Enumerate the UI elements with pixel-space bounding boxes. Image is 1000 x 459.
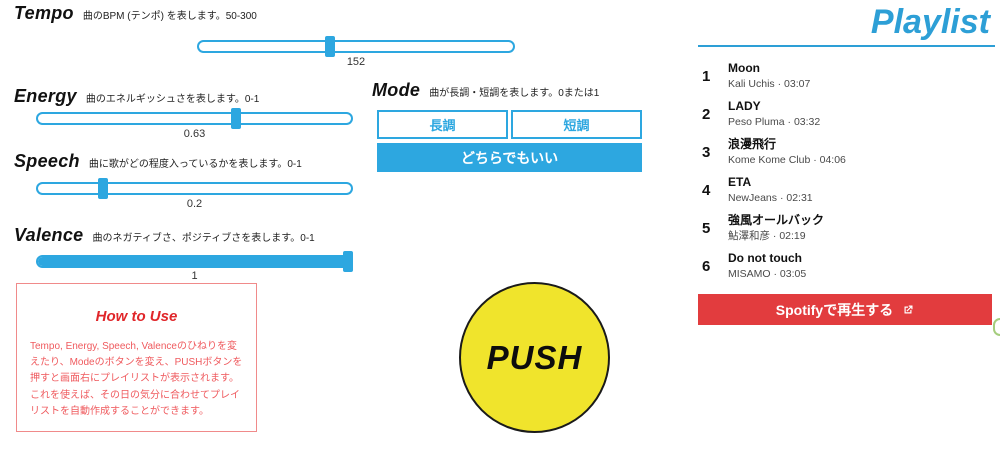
speech-section-header: Speech 曲に歌がどの程度入っているかを表します。0-1 bbox=[14, 151, 302, 172]
track-row: 2 LADY Peso Pluma · 03:32 bbox=[698, 95, 995, 133]
mode-minor-button[interactable]: 短調 bbox=[511, 110, 642, 139]
external-link-icon bbox=[902, 304, 914, 316]
mode-either-button[interactable]: どちらでもいい bbox=[377, 143, 642, 172]
valence-title: Valence bbox=[14, 225, 84, 245]
track-title: Do not touch bbox=[728, 251, 802, 266]
track-title: 強風オールバック bbox=[728, 213, 825, 228]
energy-slider-handle[interactable] bbox=[230, 108, 241, 129]
energy-description: 曲のエネルギッシュさを表します。0-1 bbox=[85, 94, 260, 105]
mode-section-header: Mode 曲が長調・短調を表します。0または1 bbox=[372, 80, 599, 101]
track-artist-duration: Kome Kome Club · 04:06 bbox=[728, 153, 846, 166]
track-row: 6 Do not touch MISAMO · 03:05 bbox=[698, 247, 995, 285]
tempo-value: 152 bbox=[346, 56, 366, 68]
speech-value: 0.2 bbox=[186, 198, 203, 210]
track-artist-duration: Peso Pluma · 03:32 bbox=[728, 115, 821, 128]
track-number: 5 bbox=[702, 219, 711, 237]
speech-slider-track[interactable] bbox=[36, 182, 353, 195]
track-number: 2 bbox=[702, 105, 711, 123]
valence-slider-track[interactable] bbox=[36, 255, 353, 268]
track-row: 4 ETA NewJeans · 02:31 bbox=[698, 171, 995, 209]
tempo-description: 曲のBPM (テンポ) を表します。50-300 bbox=[82, 11, 257, 22]
speech-slider[interactable] bbox=[36, 178, 353, 199]
playlist-panel: Playlist 1 Moon Kali Uchis · 03:07 2 LAD… bbox=[698, 0, 995, 325]
valence-slider-handle[interactable] bbox=[343, 251, 354, 272]
tempo-title: Tempo bbox=[14, 3, 74, 23]
track-list: 1 Moon Kali Uchis · 03:07 2 LADY Peso Pl… bbox=[698, 57, 995, 285]
valence-section-header: Valence 曲のネガティブさ、ポジティブさを表します。0-1 bbox=[14, 225, 315, 246]
energy-value: 0.63 bbox=[183, 128, 206, 140]
valence-value: 1 bbox=[191, 270, 198, 282]
mode-major-button[interactable]: 長調 bbox=[377, 110, 508, 139]
valence-slider[interactable] bbox=[36, 251, 354, 272]
track-artist-duration: MISAMO · 03:05 bbox=[728, 267, 807, 280]
track-title: LADY bbox=[728, 99, 761, 114]
track-title: Moon bbox=[728, 61, 760, 76]
track-title: 浪漫飛行 bbox=[728, 137, 777, 152]
track-artist-duration: 鮎澤和彦 · 02:19 bbox=[728, 229, 806, 242]
track-number: 1 bbox=[702, 67, 711, 85]
tempo-section-header: Tempo 曲のBPM (テンポ) を表します。50-300 bbox=[14, 3, 257, 24]
how-to-use-body: Tempo, Energy, Speech, Valenceのひねりを変えたり、… bbox=[30, 341, 243, 417]
energy-slider-track[interactable] bbox=[36, 112, 353, 125]
mode-description: 曲が長調・短調を表します。0または1 bbox=[429, 88, 600, 99]
playlist-title: Playlist bbox=[870, 3, 990, 41]
track-row: 3 浪漫飛行 Kome Kome Club · 04:06 bbox=[698, 133, 995, 171]
tempo-slider[interactable] bbox=[197, 36, 515, 57]
how-to-use-box: How to Use Tempo, Energy, Speech, Valenc… bbox=[16, 283, 257, 432]
how-to-use-title: How to Use bbox=[95, 308, 178, 325]
speech-slider-handle[interactable] bbox=[97, 178, 108, 199]
track-title: ETA bbox=[728, 175, 752, 190]
energy-section-header: Energy 曲のエネルギッシュさを表します。0-1 bbox=[14, 86, 259, 107]
track-artist-duration: NewJeans · 02:31 bbox=[728, 191, 813, 204]
track-row: 5 強風オールバック 鮎澤和彦 · 02:19 bbox=[698, 209, 995, 247]
energy-slider[interactable] bbox=[36, 108, 353, 129]
valence-slider-fill bbox=[38, 257, 351, 266]
valence-description: 曲のネガティブさ、ポジティブさを表します。0-1 bbox=[92, 233, 315, 244]
speech-title: Speech bbox=[14, 151, 80, 171]
track-number: 6 bbox=[702, 257, 711, 275]
track-number: 4 bbox=[702, 181, 711, 199]
mode-title: Mode bbox=[372, 80, 421, 100]
track-number: 3 bbox=[702, 143, 711, 161]
track-row: 1 Moon Kali Uchis · 03:07 bbox=[698, 57, 995, 95]
spotify-play-button[interactable]: Spotifyで再生する bbox=[698, 294, 992, 325]
tempo-slider-handle[interactable] bbox=[324, 36, 335, 57]
energy-title: Energy bbox=[14, 86, 77, 106]
speech-description: 曲に歌がどの程度入っているかを表します。0-1 bbox=[88, 159, 302, 170]
push-button[interactable]: PUSH bbox=[459, 282, 610, 433]
track-artist-duration: Kali Uchis · 03:07 bbox=[728, 77, 811, 90]
tempo-slider-track[interactable] bbox=[197, 40, 515, 53]
spotify-play-label: Spotifyで再生する bbox=[775, 301, 894, 318]
spotify-embed-edge[interactable] bbox=[993, 318, 1000, 336]
playlist-title-underline bbox=[698, 45, 995, 47]
